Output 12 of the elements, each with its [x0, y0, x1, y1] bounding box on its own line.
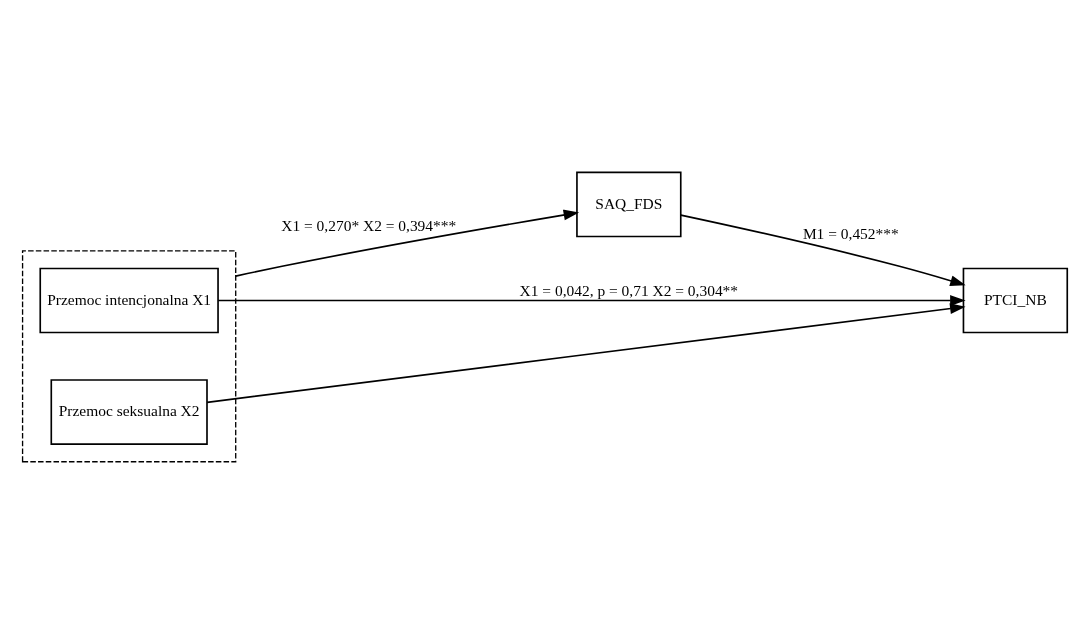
node-box: SAQ_FDS	[576, 171, 682, 238]
node-box: Przemoc intencjonalna X1	[39, 267, 219, 334]
arrow	[217, 295, 966, 306]
arrow	[234, 209, 580, 277]
node-box: Przemoc seksualna X2	[50, 379, 208, 445]
arrow	[206, 303, 966, 404]
edge-label: X1 = 0,042, p = 0,71 X2 = 0,304**	[519, 282, 739, 300]
node-box: PTCI_NB	[962, 267, 1069, 334]
edge-label: X1 = 0,270* X2 = 0,394***	[281, 217, 457, 235]
edge-label: M1 = 0,452***	[802, 224, 899, 242]
arrow	[680, 214, 966, 286]
cluster	[21, 250, 237, 463]
